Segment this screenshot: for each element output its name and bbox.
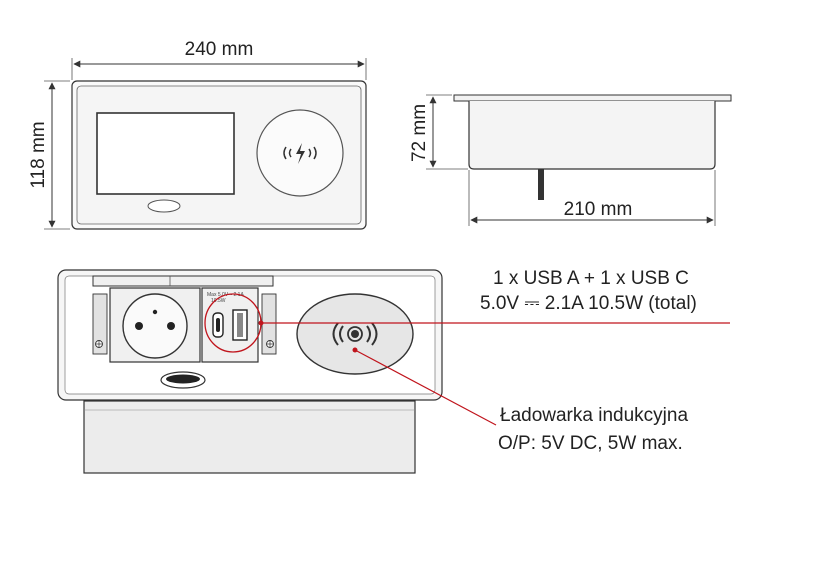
open-lower-housing xyxy=(83,400,416,474)
dimension-depth-side: 72 mm xyxy=(409,94,468,170)
socket-ground-pin xyxy=(152,309,158,315)
side-view xyxy=(453,94,732,200)
top-view xyxy=(71,80,367,230)
socket-pin-left xyxy=(135,322,143,330)
wireless-spec-line1: Ładowarka indukcyjna xyxy=(500,405,689,426)
dimension-width-side-label: 210 mm xyxy=(564,199,633,220)
dimension-width-top: 240 mm xyxy=(71,39,367,80)
dimension-depth-side-label: 72 mm xyxy=(409,104,430,162)
wireless-spec-line2: O/P: 5V DC, 5W max. xyxy=(498,433,683,454)
top-lid-panel xyxy=(96,112,235,195)
usb-callout-dot xyxy=(258,320,264,326)
usb-module xyxy=(201,287,259,363)
top-lid-handle xyxy=(147,199,181,213)
dimension-height-front-label: 118 mm xyxy=(28,121,49,188)
usb-spec-line2: 5.0V ⎓ 2.1A 10.5W (total) xyxy=(480,293,697,314)
power-socket xyxy=(122,293,188,359)
left-rail xyxy=(92,293,108,355)
dimension-width-top-label: 240 mm xyxy=(185,39,254,60)
usb-module-label2: 10.5W xyxy=(211,298,226,304)
dimension-height-front: 118 mm xyxy=(28,80,70,230)
usb-spec-line1: 1 x USB A + 1 x USB C xyxy=(493,268,689,289)
socket-pin-right xyxy=(167,322,175,330)
side-flange xyxy=(453,94,732,102)
side-body xyxy=(468,101,716,170)
open-flipped-lid xyxy=(92,275,274,287)
usb-callout xyxy=(204,293,730,353)
wireless-callout xyxy=(352,347,497,426)
open-view: Max 5.0V⎓ 2.1A 10.5W xyxy=(57,269,443,474)
wireless-charge-icon xyxy=(283,143,317,164)
wireless-waves-icon xyxy=(332,322,378,346)
wireless-callout-dot xyxy=(352,347,358,353)
side-cable xyxy=(538,169,544,200)
dimension-width-side: 210 mm xyxy=(468,170,716,226)
